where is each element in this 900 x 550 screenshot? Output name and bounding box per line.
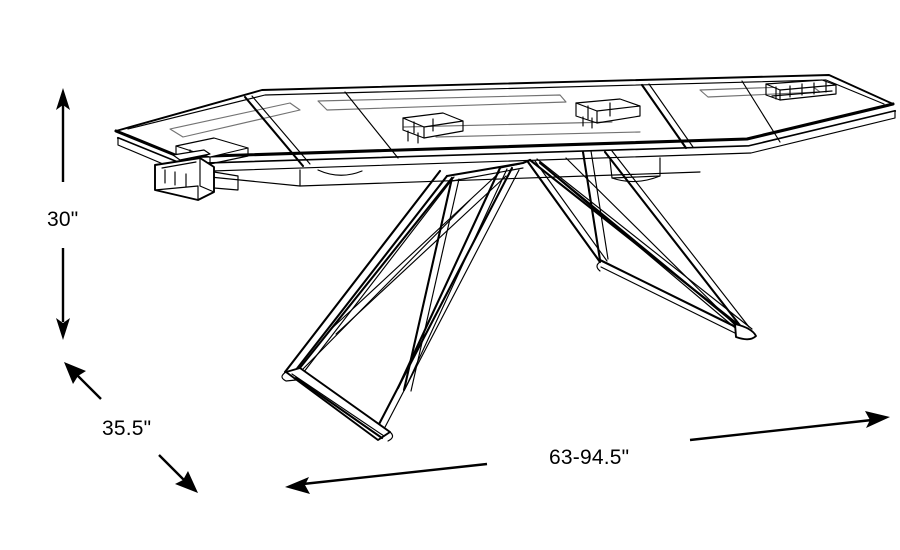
extension-mechanism-block: [154, 149, 215, 201]
height-dimension-arrows: [56, 88, 70, 340]
extension-bracket-center: [402, 112, 464, 144]
height-dimension-label: 30": [47, 208, 79, 231]
depth-dimension-label: 35.5": [102, 417, 152, 440]
tabletop-front-edge: [114, 102, 895, 159]
depth-dimension-arrows: [64, 362, 198, 493]
tabletop-back-inner-line: [127, 79, 885, 130]
right-foot-tip: [734, 323, 757, 341]
table-base-group: [281, 150, 757, 442]
left-end-support: [213, 171, 239, 191]
width-dimension-arrows: [285, 411, 890, 494]
tabletop-group: [114, 74, 897, 201]
base-apex-joint: [445, 158, 532, 182]
extension-hardware-right: [765, 79, 837, 101]
right-leg-assembly: [526, 150, 757, 341]
extension-bracket-right: [575, 98, 641, 129]
left-leg-assembly: [281, 166, 520, 442]
leaf-seams: [243, 80, 781, 168]
width-dimension-label: 63-94.5": [549, 446, 630, 469]
